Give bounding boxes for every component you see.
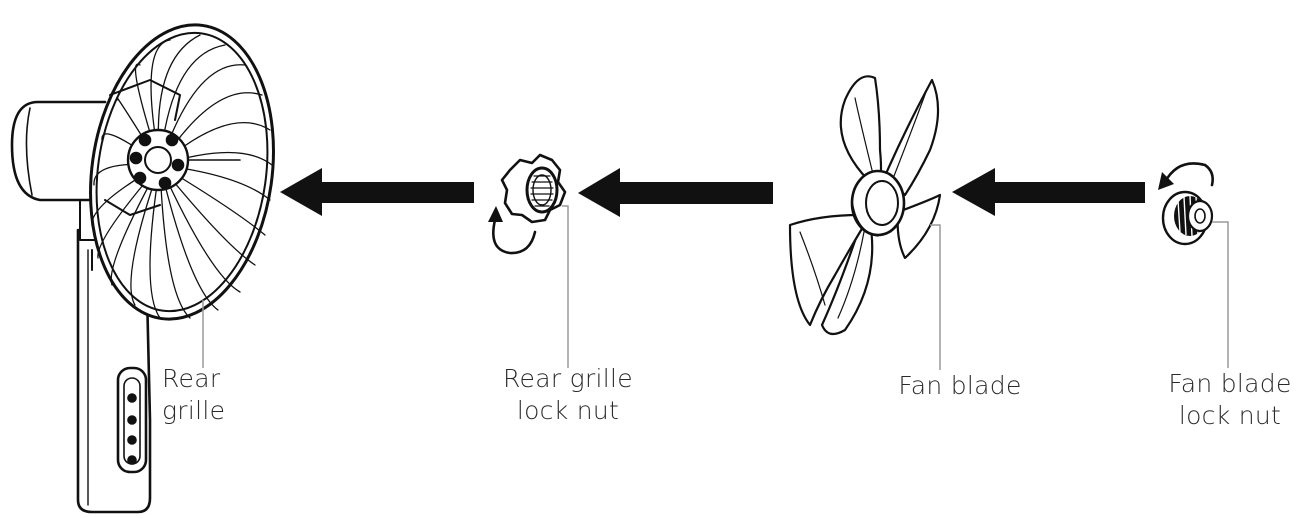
label-fan-blade-lock-nut: Fan blade lock nut [1130,368,1307,432]
arrow-left-icon [280,168,474,216]
label-rear-grille-lock-nut-line-2: lock nut [516,396,620,425]
label-rear-grille-lock-nut-line-1: Rear grille [503,364,633,393]
leader-line-fan-blade-lock-nut [1212,221,1229,368]
fan-body-illustration [10,23,275,514]
label-fan-blade: Fan blade [860,370,1060,402]
label-fan-blade-line-1: Fan blade [898,371,1022,400]
fan-blade-lock-nut-icon [1161,190,1214,246]
fan-blade-illustration [788,75,942,336]
rotate-arrow-icon [488,206,537,255]
arrow-left-icon [578,168,773,217]
label-fan-blade-lock-nut-line-1: Fan blade [1168,369,1292,398]
leader-line-rear-grille-lock-nut [562,205,569,368]
rear-grille-lock-nut-icon [500,153,567,224]
arrow-left-icon [952,168,1145,216]
label-rear-grille-lock-nut: Rear grille lock nut [468,363,668,427]
label-rear-grille-line-1: Rear [162,364,221,393]
label-rear-grille-line-2: grille [162,396,226,425]
leader-line-fan-blade [930,224,941,370]
label-fan-blade-lock-nut-line-2: lock nut [1178,401,1282,430]
rotate-arrow-icon [1158,162,1214,190]
label-rear-grille: Rear grille [162,363,225,427]
